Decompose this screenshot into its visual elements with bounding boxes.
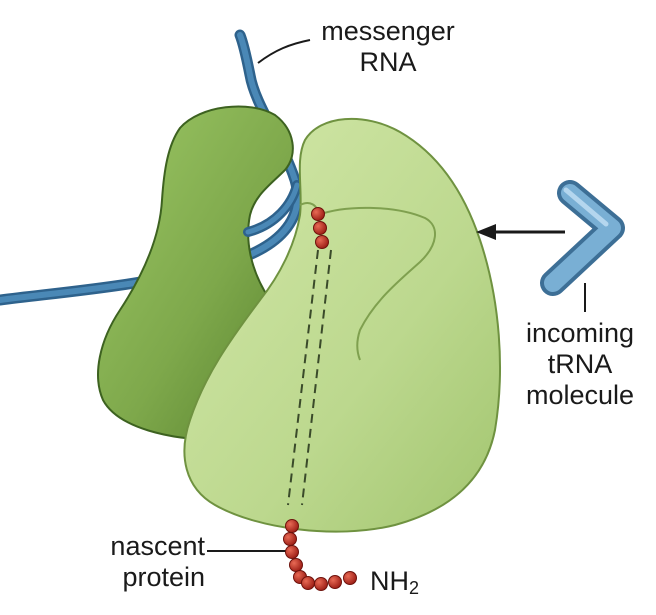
amino-acid-bead xyxy=(283,532,297,546)
nh2-terminus-label: NH2 xyxy=(370,566,419,599)
nascent-protein-label-line1: nascent xyxy=(110,531,205,561)
messenger-rna-label-line2: RNA xyxy=(359,47,417,78)
amino-acid-bead xyxy=(343,571,357,585)
trna-label-line1: incoming xyxy=(525,318,635,348)
amino-acid-bead xyxy=(315,235,329,249)
nascent-protein-label-line2: protein xyxy=(122,562,205,593)
amino-acid-bead xyxy=(311,207,325,221)
mrna-leader-line xyxy=(257,39,311,64)
messenger-rna-label: messenger RNA xyxy=(312,16,464,78)
nh2-label-main: NH xyxy=(370,566,409,596)
amino-acid-bead xyxy=(285,519,299,533)
messenger-rna-label-line1: messenger xyxy=(321,16,455,46)
amino-acid-bead xyxy=(314,577,328,591)
exit-tunnel-left-edge xyxy=(287,249,319,506)
incoming-arrow-head xyxy=(476,224,496,240)
amino-acid-bead xyxy=(328,575,342,589)
small-subunit xyxy=(183,117,501,533)
nh2-label-subscript: 2 xyxy=(409,578,420,598)
amino-acid-bead xyxy=(285,545,299,559)
amino-acid-bead xyxy=(313,221,327,235)
nascent-protein-label: nascent protein xyxy=(80,531,205,593)
amino-acid-bead xyxy=(289,558,303,572)
amino-acid-bead xyxy=(301,576,315,590)
exit-tunnel-right-edge xyxy=(301,249,332,506)
trna-label-line3: molecule xyxy=(525,380,635,411)
nascent-protein-chain xyxy=(283,207,357,591)
trna-label: incoming tRNA molecule xyxy=(510,318,650,411)
trna-label-line2: tRNA xyxy=(547,349,613,380)
